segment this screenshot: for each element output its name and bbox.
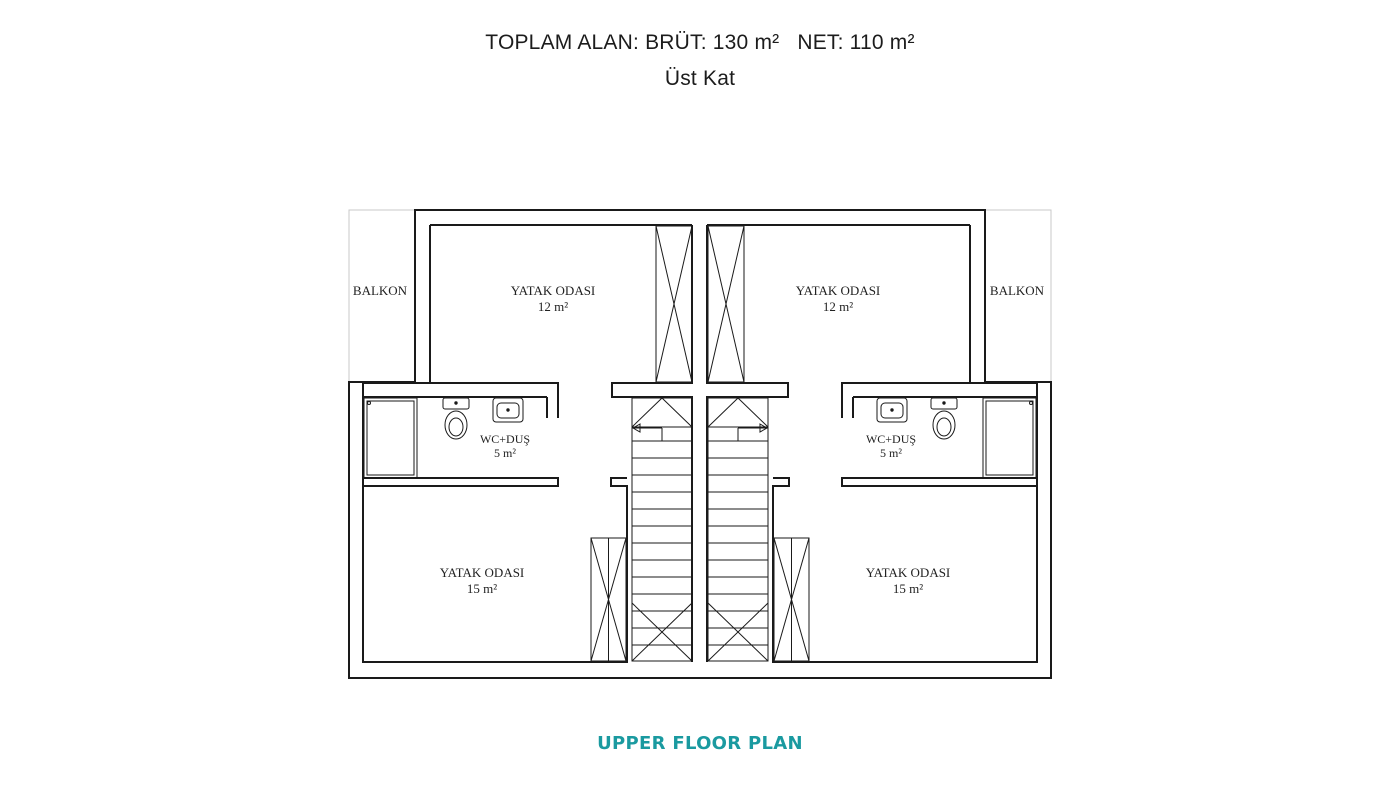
balcony-right-outline	[985, 209, 1052, 382]
party-wall	[611, 225, 789, 662]
total-area-heading: TOPLAM ALAN: BRÜT: 130 m² NET: 110 m²	[0, 31, 1400, 55]
bedroom-bottom-left-area: 15 m²	[467, 581, 497, 596]
bedroom-top-right-name: YATAK ODASI	[796, 283, 881, 298]
bedroom-bottom-right-name: YATAK ODASI	[866, 565, 951, 580]
wardrobe-top-right	[707, 225, 745, 383]
balcony-right-label: BALKON	[990, 283, 1045, 298]
left-unit-walls	[362, 224, 692, 663]
bedroom-bottom-left-name: YATAK ODASI	[440, 565, 525, 580]
plan-title: UPPER FLOOR PLAN	[597, 733, 803, 754]
staircase-left	[631, 397, 693, 662]
toilet-right-icon	[930, 397, 958, 440]
shower-tray-left	[363, 397, 418, 479]
wc-left-name: WC+DUŞ	[480, 432, 530, 446]
outer-wall	[348, 209, 1052, 679]
shower-tray-right	[982, 397, 1037, 479]
wardrobe-top-left	[655, 225, 693, 383]
bedroom-bottom-right-area: 15 m²	[893, 581, 923, 596]
sink-right-icon	[876, 397, 908, 423]
balcony-left-outline	[348, 209, 415, 382]
gross-area-text: TOPLAM ALAN: BRÜT: 130 m²	[485, 31, 780, 54]
wc-right-name: WC+DUŞ	[866, 432, 916, 446]
net-area-text: NET: 110 m²	[797, 31, 915, 54]
wc-left-area: 5 m²	[494, 446, 516, 460]
floor-name: Üst Kat	[664, 67, 736, 90]
sink-left-icon	[492, 397, 524, 423]
bedroom-top-right-area: 12 m²	[823, 299, 853, 314]
wardrobe-bottom-right	[773, 537, 810, 662]
toilet-left-icon	[442, 397, 470, 440]
right-unit-walls	[707, 224, 1038, 663]
wc-right-area: 5 m²	[880, 446, 902, 460]
staircase-right	[707, 397, 769, 662]
wardrobe-bottom-left	[590, 537, 627, 662]
bedroom-top-left-area: 12 m²	[538, 299, 568, 314]
bedroom-top-left-name: YATAK ODASI	[511, 283, 596, 298]
balcony-left-label: BALKON	[353, 283, 408, 298]
